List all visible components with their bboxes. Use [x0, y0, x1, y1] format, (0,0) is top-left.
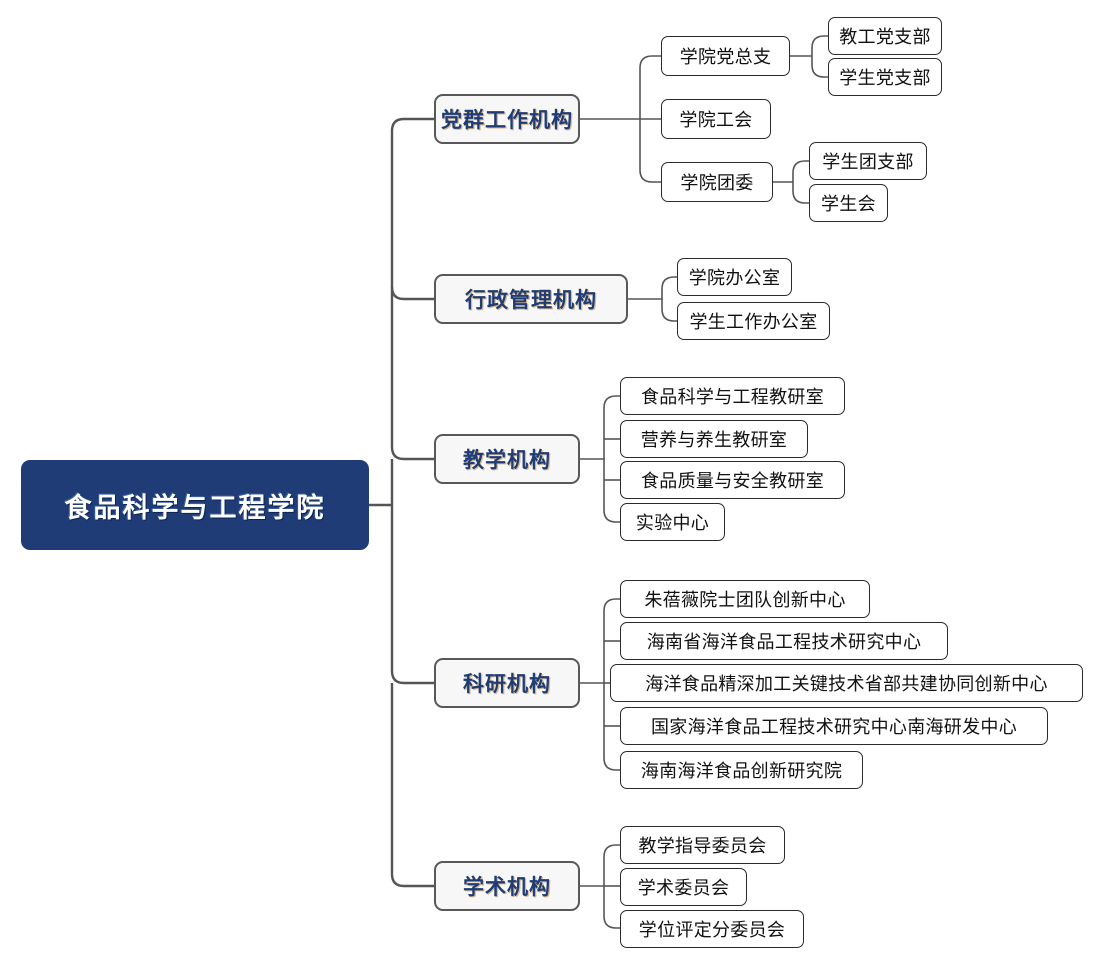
node-marine-food-deep-processing-collaborative-innovation-center[interactable]: 海洋食品精深加工关键技术省部共建协同创新中心 [610, 664, 1083, 702]
node-national-marine-food-nanhai-rnd-center[interactable]: 国家海洋食品工程技术研究中心南海研发中心 [620, 707, 1048, 745]
node-label: 学生党支部 [839, 68, 931, 88]
node-student-party-branch[interactable]: 学生党支部 [828, 58, 942, 96]
node-college-youth-league-committee[interactable]: 学院团委 [661, 162, 773, 202]
node-degree-evaluation-subcommittee[interactable]: 学位评定分委员会 [620, 910, 804, 948]
node-label: 学生工作办公室 [689, 312, 818, 332]
node-label: 朱蓓薇院士团队创新中心 [644, 590, 846, 610]
node-student-union[interactable]: 学生会 [809, 184, 888, 222]
node-student-league-branch[interactable]: 学生团支部 [809, 142, 927, 180]
node-label: 营养与养生教研室 [640, 430, 788, 450]
node-food-science-engineering-office[interactable]: 食品科学与工程教研室 [620, 377, 845, 415]
node-label: 实验中心 [635, 513, 710, 533]
node-label: 学院办公室 [688, 268, 781, 288]
node-label: 海洋食品精深加工关键技术省部共建协同创新中心 [645, 674, 1048, 694]
branch-label: 学术机构 [463, 876, 551, 899]
root-node[interactable]: 食品科学与工程学院 [21, 460, 369, 550]
node-label: 学生会 [821, 194, 876, 214]
node-college-labor-union[interactable]: 学院工会 [661, 99, 771, 139]
node-teaching-steering-committee[interactable]: 教学指导委员会 [620, 826, 785, 864]
node-label: 教学指导委员会 [638, 836, 767, 856]
node-label: 学位评定分委员会 [638, 920, 786, 940]
branch-label: 行政管理机构 [465, 289, 597, 312]
node-label: 海南省海洋食品工程技术研究中心 [646, 632, 922, 652]
node-label: 海南海洋食品创新研究院 [640, 761, 843, 781]
node-academic-committee[interactable]: 学术委员会 [620, 868, 747, 906]
node-label: 学生团支部 [822, 152, 914, 172]
node-hainan-marine-food-innovation-institute[interactable]: 海南海洋食品创新研究院 [620, 751, 863, 789]
branch-node-academic[interactable]: 学术机构 [434, 861, 580, 911]
node-label: 食品质量与安全教研室 [641, 471, 824, 491]
root-node-label: 食品科学与工程学院 [64, 492, 326, 523]
branch-node-administrative-management[interactable]: 行政管理机构 [434, 274, 628, 324]
branch-node-party-mass-work[interactable]: 党群工作机构 [434, 94, 580, 144]
node-label: 学术委员会 [637, 878, 730, 898]
branch-label: 党群工作机构 [441, 109, 573, 132]
node-label: 食品科学与工程教研室 [641, 387, 824, 407]
node-label: 国家海洋食品工程技术研究中心南海研发中心 [651, 717, 1017, 737]
node-nutrition-health-office[interactable]: 营养与养生教研室 [620, 420, 808, 458]
node-college-party-general-branch[interactable]: 学院党总支 [661, 36, 790, 76]
node-label: 学院团委 [680, 173, 754, 193]
node-food-quality-safety-office[interactable]: 食品质量与安全教研室 [620, 461, 845, 499]
branch-node-teaching[interactable]: 教学机构 [434, 434, 580, 484]
node-label: 学院工会 [679, 110, 753, 130]
node-experiment-center[interactable]: 实验中心 [620, 503, 725, 541]
branch-label: 教学机构 [463, 449, 551, 472]
node-label: 学院党总支 [679, 47, 772, 67]
node-faculty-party-branch[interactable]: 教工党支部 [828, 17, 942, 55]
branch-label: 科研机构 [463, 673, 551, 696]
node-zhu-beiwei-academician-team-innovation-center[interactable]: 朱蓓薇院士团队创新中心 [620, 580, 870, 618]
node-college-office[interactable]: 学院办公室 [677, 258, 792, 296]
node-hainan-marine-food-engineering-research-center[interactable]: 海南省海洋食品工程技术研究中心 [620, 622, 948, 660]
node-label: 教工党支部 [839, 27, 931, 47]
branch-node-research[interactable]: 科研机构 [434, 658, 580, 708]
node-student-affairs-office[interactable]: 学生工作办公室 [677, 302, 830, 340]
